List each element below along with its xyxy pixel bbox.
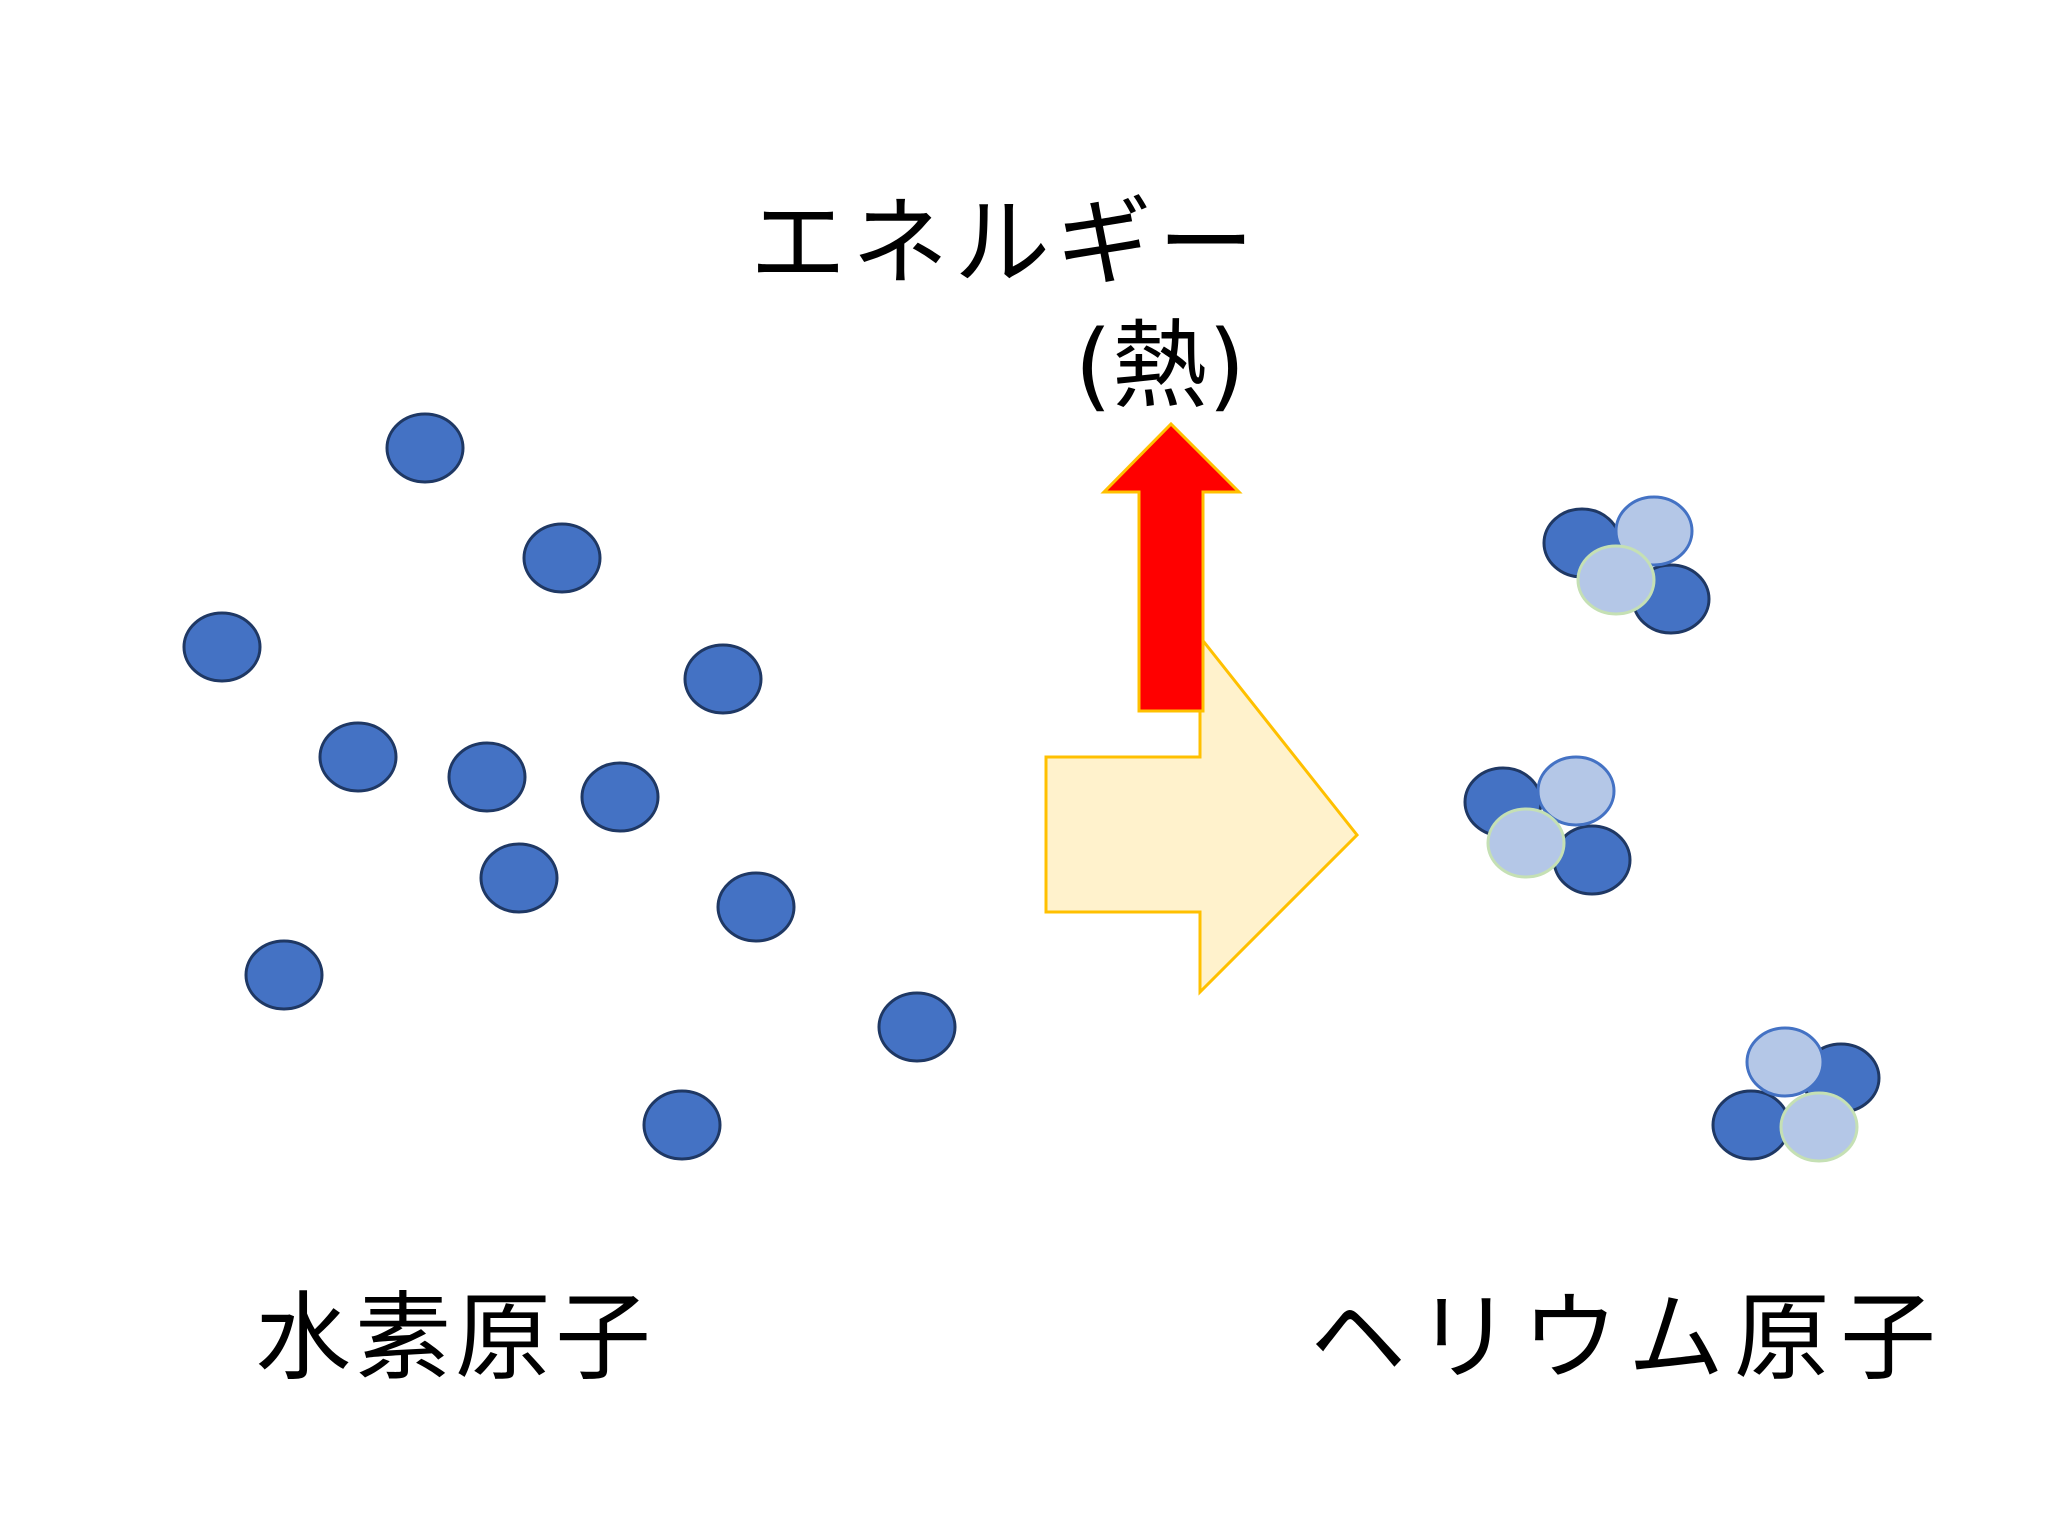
helium-atom <box>1542 495 1711 635</box>
hydrogen-atom <box>580 761 660 833</box>
reaction-arrow <box>1044 632 1360 996</box>
hydrogen-atom <box>447 741 527 813</box>
heat-arrow <box>1100 421 1243 713</box>
helium-neutron <box>1745 1026 1825 1098</box>
hydrogen-atoms <box>182 412 957 1161</box>
helium-atom <box>1463 755 1632 896</box>
hydrogen-atom <box>642 1089 722 1161</box>
helium-neutron <box>1486 807 1566 879</box>
helium-neutron <box>1536 755 1616 827</box>
hydrogen-atom <box>479 842 559 914</box>
helium-atom <box>1711 1026 1881 1163</box>
hydrogen-atom <box>877 991 957 1063</box>
helium-proton <box>1711 1089 1791 1161</box>
hydrogen-atom <box>385 412 465 484</box>
helium-neutron <box>1779 1091 1859 1163</box>
heat-label: (熱) <box>1074 310 1246 422</box>
helium-neutron <box>1614 495 1694 567</box>
hydrogen-label: 水素原子 <box>255 1282 655 1394</box>
hydrogen-atom <box>683 643 763 715</box>
hydrogen-atom <box>182 611 262 683</box>
hydrogen-atom <box>318 721 398 793</box>
helium-neutron <box>1576 544 1656 616</box>
helium-proton <box>1552 824 1632 896</box>
hydrogen-atom <box>522 522 602 594</box>
hydrogen-atom <box>716 871 796 943</box>
helium-label: ヘリウム原子 <box>1310 1282 1946 1394</box>
hydrogen-atom <box>244 939 324 1011</box>
energy-label: エネルギー <box>750 187 1260 299</box>
